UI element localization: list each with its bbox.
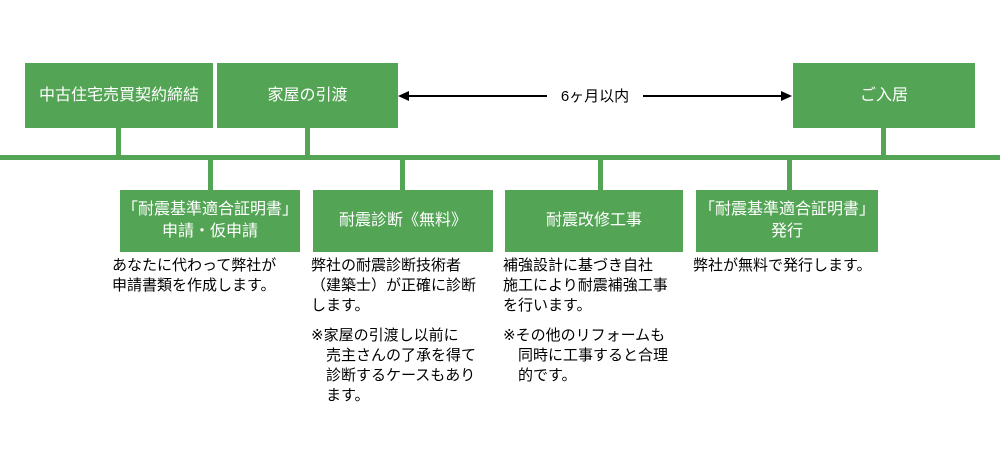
connector-movein <box>881 128 886 157</box>
step-description-retrofit-work: 補強設計に基づき自社 施工により耐震補強工事 を行います。 ※その他のリフォーム… <box>503 256 703 386</box>
step-box-certificate-issue-label: 「耐震基準適合証明書」 発行 <box>698 201 875 240</box>
step-box-seismic-diagnosis-label: 耐震診断《無料》 <box>338 212 467 229</box>
step-box-certificate-application-label: 「耐震基準適合証明書」 申請・仮申請 <box>121 201 298 240</box>
step-box-seismic-diagnosis: 耐震診断《無料》 <box>313 190 493 252</box>
arrow-line-right <box>643 94 781 97</box>
step-2-note: ※家屋の引渡し以前に 売主さんの了承を得て 診断するケースもあり ます。 <box>311 327 477 404</box>
timeline <box>0 155 1000 160</box>
connector-step-1 <box>208 160 213 190</box>
connector-step-3 <box>598 160 603 190</box>
six-months-arrow: 6ヶ月以内 <box>398 63 792 128</box>
step-description-certificate-issue: 弊社が無料で発行します。 <box>693 256 908 276</box>
step-3-note: ※その他のリフォームも 同時に工事すると合理 的です。 <box>503 327 669 384</box>
connector-handover <box>305 128 310 157</box>
flow-box-contract: 中古住宅売買契約締結 <box>25 63 213 128</box>
step-box-certificate-application: 「耐震基準適合証明書」 申請・仮申請 <box>120 190 300 252</box>
arrow-right-head-icon <box>781 90 792 101</box>
arrow-left-head-icon <box>398 90 409 101</box>
flow-box-handover: 家屋の引渡 <box>217 63 398 128</box>
step-2-paragraph-1: 弊社の耐震診断技術者 （建築士）が正確に診断 します。 <box>311 257 477 314</box>
connector-step-4 <box>787 160 792 190</box>
step-box-certificate-issue: 「耐震基準適合証明書」 発行 <box>696 190 878 252</box>
step-4-paragraph-1: 弊社が無料で発行します。 <box>693 257 872 274</box>
flow-box-handover-label: 家屋の引渡 <box>267 86 348 104</box>
flow-box-movein: ご入居 <box>793 63 975 128</box>
step-3-paragraph-1: 補強設計に基づき自社 施工により耐震補強工事 を行います。 <box>503 257 668 314</box>
step-description-certificate-application: あなたに代わって弊社が 申請書類を作成します。 <box>112 256 312 296</box>
step-box-retrofit-work: 耐震改修工事 <box>505 190 683 252</box>
connector-step-2 <box>400 160 405 190</box>
arrow-line-left <box>409 94 547 97</box>
step-description-seismic-diagnosis: 弊社の耐震診断技術者 （建築士）が正確に診断 します。 ※家屋の引渡し以前に 売… <box>311 256 509 406</box>
step-box-retrofit-work-label: 耐震改修工事 <box>545 212 642 229</box>
step-1-paragraph-1: あなたに代わって弊社が 申請書類を作成します。 <box>112 257 277 294</box>
six-months-arrow-label: 6ヶ月以内 <box>560 88 630 105</box>
connector-contract <box>116 128 121 157</box>
flow-box-contract-label: 中古住宅売買契約締結 <box>38 86 199 104</box>
flow-box-movein-label: ご入居 <box>859 86 908 104</box>
